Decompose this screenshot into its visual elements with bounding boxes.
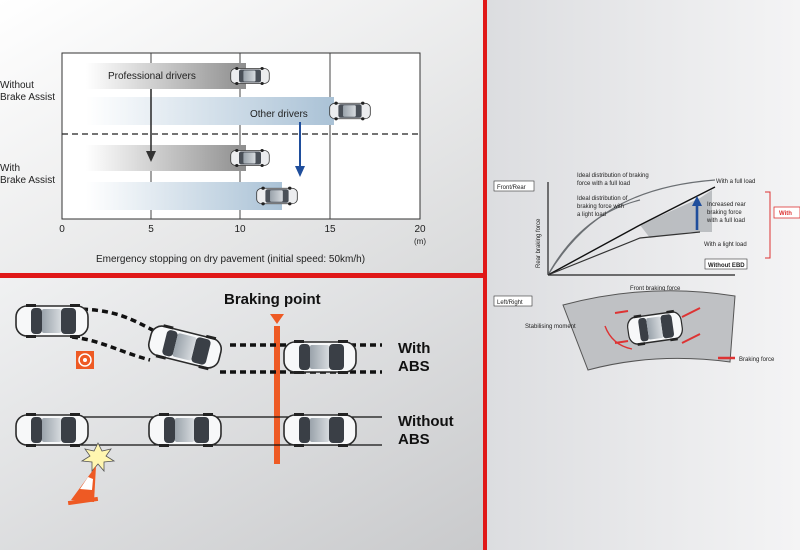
braking-point-line xyxy=(274,326,280,464)
line-with-full-load xyxy=(547,186,716,276)
car-noabs-mid xyxy=(148,412,222,448)
label-other-drivers: Other drivers xyxy=(250,109,308,120)
curve-ideal-light-load xyxy=(547,199,641,276)
arrow-other xyxy=(295,122,305,177)
bar-other-with xyxy=(86,182,282,210)
brake-assist-chart: Professional drivers Other drivers Witho… xyxy=(0,52,426,265)
label-professional-drivers: Professional drivers xyxy=(108,71,196,82)
left-right-tag: Left/Right xyxy=(497,300,523,306)
divider-horizontal xyxy=(0,273,484,278)
car-abs-end xyxy=(283,339,357,375)
without-ebd-tag: Without EBD xyxy=(708,263,745,269)
car-other-with xyxy=(256,186,298,206)
chart-caption: Emergency stopping on dry pavement (init… xyxy=(96,254,365,265)
axis-unit: (m) xyxy=(414,237,426,246)
arrow-professional xyxy=(146,89,156,162)
braking-point-marker xyxy=(270,314,284,324)
label-with-abs: With ABS xyxy=(398,340,435,375)
legend-braking-force: Braking force xyxy=(739,357,775,363)
tick-5: 5 xyxy=(148,224,154,235)
car-other-without xyxy=(329,101,371,121)
front-rear-tag: Front/Rear xyxy=(497,185,526,191)
stabilizing-moment-arrow xyxy=(604,325,633,350)
ebd-y-axis-label: Rear braking force xyxy=(536,218,542,268)
label-without-brake-assist: Without Brake Assist xyxy=(0,80,55,103)
bar-professional-without xyxy=(86,63,246,89)
car-professional-with xyxy=(230,148,270,168)
car-noabs-start xyxy=(15,412,89,448)
tick-0: 0 xyxy=(59,224,65,235)
label-with-full-load: With a full load xyxy=(716,179,755,185)
car-professional-without xyxy=(230,66,270,86)
bar-other-without xyxy=(86,97,334,125)
label-increased-rear: Increased rear braking force with a full… xyxy=(706,202,747,224)
curve-ideal-full-load xyxy=(547,179,716,276)
label-ideal-full-load: Ideal distribution of braking force with… xyxy=(577,173,650,187)
label-without-abs: Without ABS xyxy=(398,413,458,448)
increase-arrow xyxy=(692,196,702,230)
collision-burst-icon xyxy=(80,442,116,473)
left-right-tag-bg xyxy=(493,295,533,307)
bar-professional-with xyxy=(86,145,246,171)
with-tag: With xyxy=(779,211,792,217)
abs-diagram: Braking point With ABS Without xyxy=(15,291,458,506)
label-with-brake-assist: With Brake Assist xyxy=(0,163,55,186)
car-abs-start xyxy=(15,303,89,339)
traffic-cone-icon xyxy=(67,466,99,506)
with-bracket xyxy=(765,191,771,259)
tick-20: 20 xyxy=(414,224,426,235)
ebd-x-axis-label: Front braking force xyxy=(630,286,681,292)
without-ebd-tag-bg xyxy=(704,258,748,270)
target-icon xyxy=(76,351,94,369)
label-stabilizing-moment: Stabilising moment xyxy=(525,324,576,330)
with-tag-bg xyxy=(773,206,800,219)
tick-15: 15 xyxy=(324,224,336,235)
front-rear-tag-bg xyxy=(493,180,535,192)
car-noabs-end xyxy=(283,412,357,448)
line-with-light-load xyxy=(547,231,701,276)
tick-10: 10 xyxy=(234,224,246,235)
label-ideal-light-load: Ideal distribution of braking force with… xyxy=(577,196,629,218)
ebd-diagram: Front/Rear Rear braking force Front brak… xyxy=(493,173,800,371)
divider-vertical xyxy=(483,0,487,550)
label-with-light-load: With a light load xyxy=(704,242,747,248)
braking-point-title: Braking point xyxy=(224,291,321,308)
